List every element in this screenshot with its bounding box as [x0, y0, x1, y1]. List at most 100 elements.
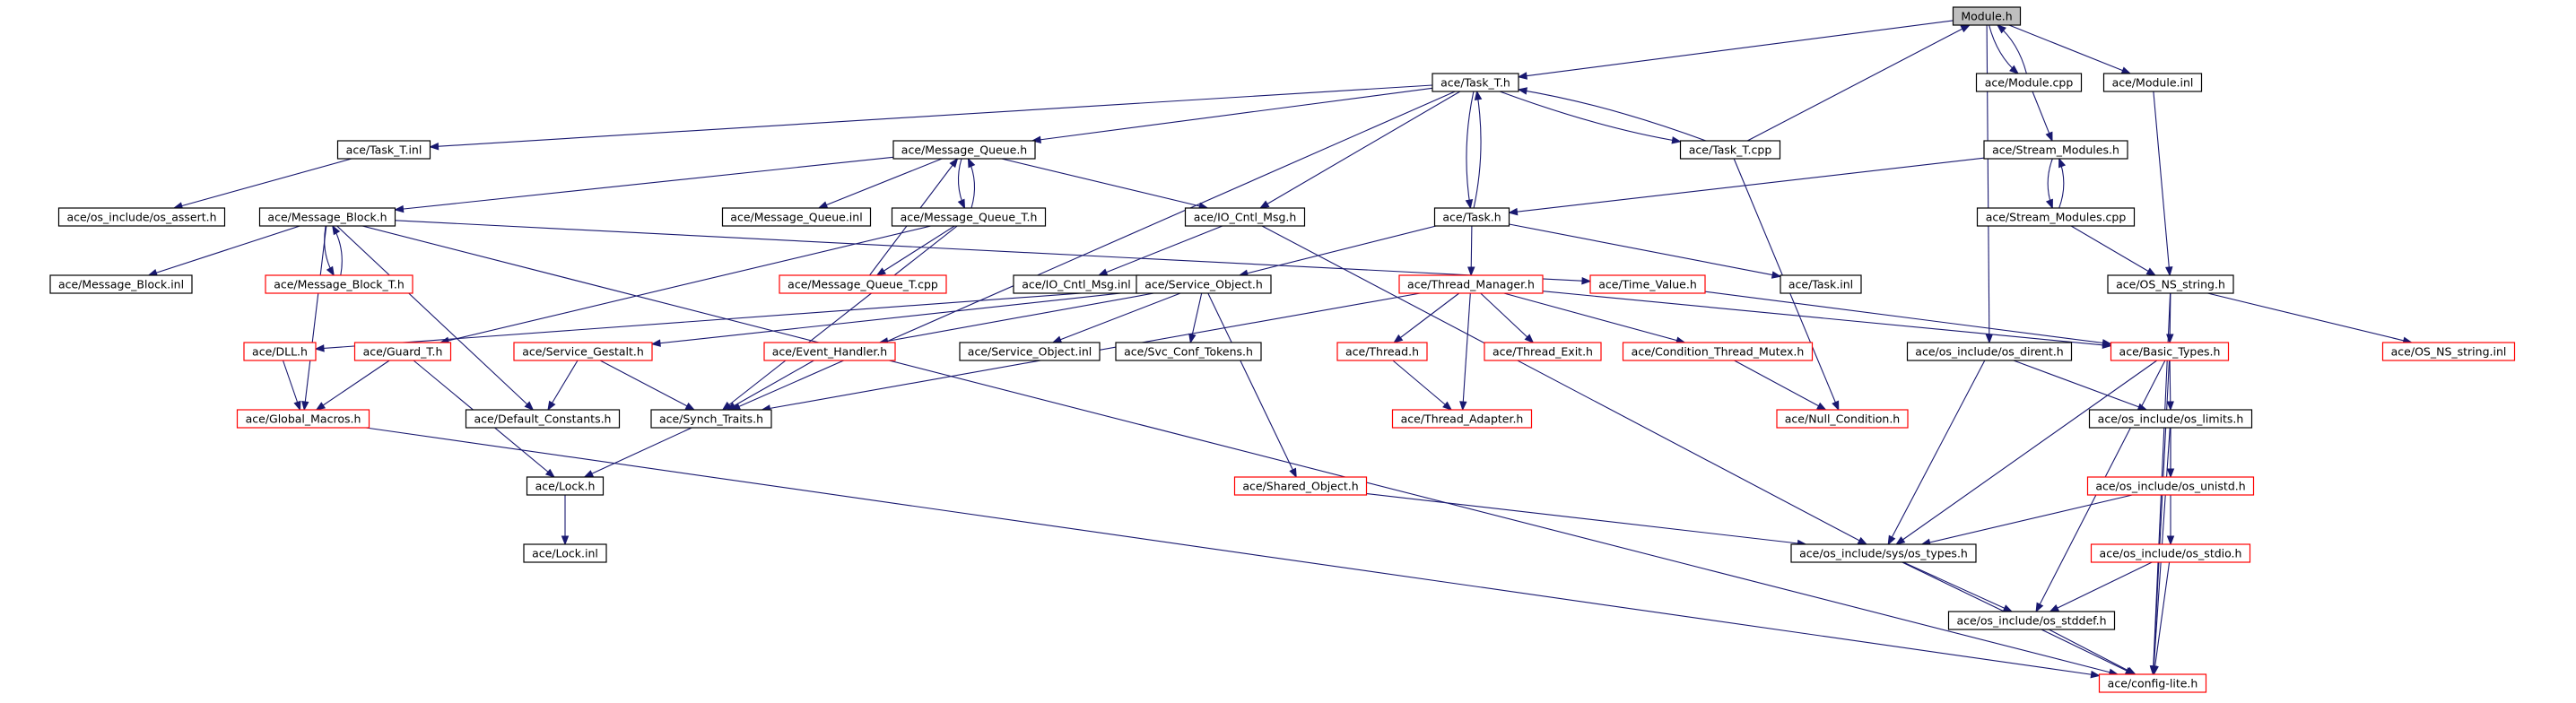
node-label: ace/Message_Queue_T.cpp	[788, 277, 938, 291]
arrowhead-task_t_cpp-to-module_h	[1960, 24, 1971, 33]
node-label: ace/os_include/os_unistd.h	[2095, 479, 2245, 492]
node-module-h[interactable]: Module.h	[1952, 6, 2022, 26]
node-null-condition-h[interactable]: ace/Null_Condition.h	[1776, 409, 1909, 429]
arrowhead-thread_manager_h-to-thread_exit_h	[1524, 334, 1535, 343]
node-io-cntl-msg-inl[interactable]: ace/IO_Cntl_Msg.inl	[1013, 274, 1140, 294]
node-lock-inl[interactable]: ace/Lock.inl	[523, 543, 607, 563]
arrowhead-os_stdio_h-to-config_lite_h	[2151, 665, 2159, 676]
node-label: ace/Message_Queue_T.h	[901, 210, 1038, 223]
node-condition-thread-mutex-h[interactable]: ace/Condition_Thread_Mutex.h	[1622, 342, 1814, 361]
node-task-h[interactable]: ace/Task.h	[1433, 207, 1510, 227]
node-module-inl[interactable]: ace/Module.inl	[2102, 73, 2203, 92]
node-os-limits-h[interactable]: ace/os_include/os_limits.h	[2088, 409, 2253, 429]
edge-guard_t_h-to-global_macros_h	[316, 360, 390, 411]
node-global-macros-h[interactable]: ace/Global_Macros.h	[236, 409, 370, 429]
node-event-handler-h[interactable]: ace/Event_Handler.h	[763, 342, 896, 361]
node-os-ns-string-inl[interactable]: ace/OS_NS_string.inl	[2381, 342, 2516, 361]
node-label: ace/Message_Block.h	[267, 210, 387, 223]
edge-message_queue_t_h-to-guard_t_h	[439, 225, 932, 343]
node-os-assert-h[interactable]: ace/os_include/os_assert.h	[57, 207, 226, 227]
arrowhead-service_object_h-to-service_gestalt_h	[650, 339, 661, 347]
node-label: ace/IO_Cntl_Msg.inl	[1022, 277, 1131, 291]
edge-event_handler_h-to-synch_traits_h	[727, 360, 814, 411]
node-message-queue-inl[interactable]: ace/Message_Queue.inl	[721, 207, 872, 227]
edge-thread_h-to-thread_adapter_h	[1392, 360, 1452, 411]
node-task-t-h[interactable]: ace/Task_T.h	[1432, 73, 1519, 92]
node-box	[265, 274, 413, 294]
node-service-object-inl[interactable]: ace/Service_Object.inl	[959, 342, 1101, 361]
node-lock-h[interactable]: ace/Lock.h	[526, 476, 605, 496]
node-thread-adapter-h[interactable]: ace/Thread_Adapter.h	[1391, 409, 1533, 429]
node-box	[258, 207, 396, 227]
node-default-constants-h[interactable]: ace/Default_Constants.h	[465, 409, 621, 429]
node-thread-exit-h[interactable]: ace/Thread_Exit.h	[1484, 342, 1602, 361]
edge-service_gestalt_h-to-default_constants_h	[547, 360, 579, 411]
edge-stream_modules_h-to-task_h	[1509, 157, 1985, 213]
edge-module_h-to-os_dirent_h	[1986, 24, 1990, 343]
node-box	[763, 342, 896, 361]
node-os-stdio-h[interactable]: ace/os_include/os_stdio.h	[2090, 543, 2251, 563]
arrowhead-message_queue_t_h-to-message_queue_t_cpp	[875, 267, 887, 276]
node-label: ace/Task_T.cpp	[1689, 143, 1772, 156]
node-os-stddef-h[interactable]: ace/os_include/os_stddef.h	[1947, 611, 2116, 630]
edge-service_object_h-to-shared_object_h	[1207, 292, 1297, 478]
node-message-block-inl[interactable]: ace/Message_Block.inl	[49, 274, 193, 294]
edge-message_block_h-to-default_constants_h	[336, 225, 534, 411]
node-task-t-inl[interactable]: ace/Task_T.inl	[336, 140, 431, 160]
node-time-value-h[interactable]: ace/Time_Value.h	[1589, 274, 1706, 294]
node-label: ace/OS_NS_string.h	[2116, 277, 2225, 291]
node-task-inl[interactable]: ace/Task.inl	[1780, 274, 1862, 294]
node-label: ace/Null_Condition.h	[1785, 412, 1900, 425]
node-dll-h[interactable]: ace/DLL.h	[243, 342, 317, 361]
node-guard-t-h[interactable]: ace/Guard_T.h	[353, 342, 452, 361]
node-stream-modules-cpp[interactable]: ace/Stream_Modules.cpp	[1976, 207, 2136, 227]
node-box	[2102, 73, 2203, 92]
edge-message_queue_t_h-to-synch_traits_h	[722, 225, 958, 411]
node-box	[891, 207, 1047, 227]
arrowhead-basic_types_h-to-os_stddef_h	[2035, 602, 2044, 613]
arrowhead-message_block_h-to-time_value_h	[1581, 277, 1592, 285]
node-config-lite-h[interactable]: ace/config-lite.h	[2098, 673, 2207, 693]
node-task-t-cpp[interactable]: ace/Task_T.cpp	[1679, 140, 1781, 160]
node-os-ns-string-h[interactable]: ace/OS_NS_string.h	[2107, 274, 2234, 294]
node-io-cntl-msg-h[interactable]: ace/IO_Cntl_Msg.h	[1184, 207, 1306, 227]
node-message-queue-h[interactable]: ace/Message_Queue.h	[892, 140, 1036, 160]
node-stream-modules-h[interactable]: ace/Stream_Modules.h	[1983, 140, 2128, 160]
edge-os_stdio_h-to-os_stddef_h	[2049, 561, 2153, 612]
node-label: ace/Lock.inl	[532, 546, 598, 560]
node-sys-os-types-h[interactable]: ace/os_include/sys/os_types.h	[1790, 543, 1977, 563]
edge-basic_types_h-to-sys_os_types_h	[1895, 360, 2158, 545]
arrowhead-message_queue_h-to-message_block_h	[394, 204, 405, 213]
node-label: ace/Task_T.h	[1440, 75, 1510, 89]
arrowhead-synch_traits_h-to-lock_h	[583, 470, 595, 478]
node-os-unistd-h[interactable]: ace/os_include/os_unistd.h	[2086, 476, 2255, 496]
node-message-block-t-h[interactable]: ace/Message_Block_T.h	[265, 274, 413, 294]
node-svc-conf-tokens-h[interactable]: ace/Svc_Conf_Tokens.h	[1115, 342, 1262, 361]
arrowhead-global_macros_h-to-config_lite_h	[2090, 670, 2101, 679]
node-box	[1432, 73, 1519, 92]
node-basic-types-h[interactable]: ace/Basic_Types.h	[2110, 342, 2230, 361]
arrowhead-stream_modules_h-to-stream_modules_cpp	[2045, 198, 2053, 210]
node-box	[2107, 274, 2234, 294]
node-thread-manager-h[interactable]: ace/Thread_Manager.h	[1398, 274, 1544, 294]
node-label: ace/Guard_T.h	[363, 344, 443, 358]
node-shared-object-h[interactable]: ace/Shared_Object.h	[1233, 476, 1368, 496]
node-synch-traits-h[interactable]: ace/Synch_Traits.h	[650, 409, 772, 429]
arrowhead-message_block_h-to-message_block_t_h	[326, 265, 335, 277]
node-message-block-h[interactable]: ace/Message_Block.h	[258, 207, 396, 227]
edge-task_h-to-task_inl	[1509, 223, 1781, 277]
node-module-cpp[interactable]: ace/Module.cpp	[1975, 73, 2083, 92]
node-service-gestalt-h[interactable]: ace/Service_Gestalt.h	[513, 342, 653, 361]
node-message-queue-t-h[interactable]: ace/Message_Queue_T.h	[891, 207, 1047, 227]
node-service-object-h[interactable]: ace/Service_Object.h	[1136, 274, 1272, 294]
node-label: ace/Message_Queue.h	[901, 143, 1027, 156]
node-thread-h[interactable]: ace/Thread.h	[1336, 342, 1428, 361]
arrowhead-message_block_t_h-to-message_block_h	[332, 224, 341, 236]
edge-task_t_inl-to-os_assert_h	[173, 158, 352, 209]
node-message-queue-t-cpp[interactable]: ace/Message_Queue_T.cpp	[779, 274, 947, 294]
edge-os_dirent_h-to-os_limits_h	[2013, 360, 2147, 411]
edge-time_value_h-to-basic_types_h	[1704, 291, 2111, 345]
node-label: ace/Service_Object.inl	[968, 344, 1092, 358]
node-label: ace/Shared_Object.h	[1242, 479, 1358, 492]
node-os-dirent-h[interactable]: ace/os_include/os_dirent.h	[1906, 342, 2073, 361]
